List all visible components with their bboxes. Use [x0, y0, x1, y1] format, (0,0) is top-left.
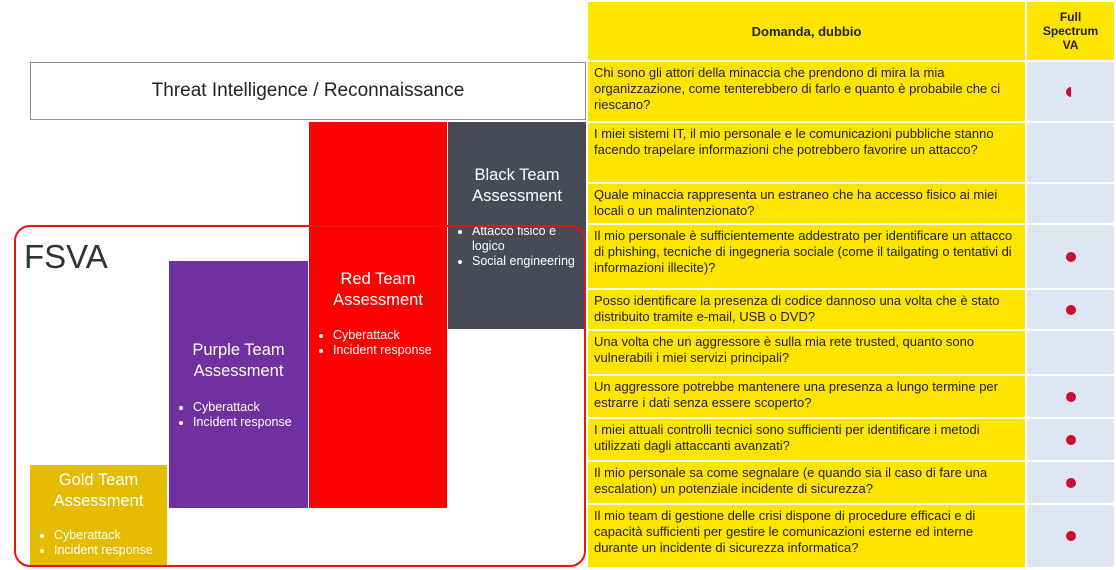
question-cell: Il mio personale è sufficientemente adde… — [588, 225, 1025, 288]
coverage-cell — [1027, 376, 1114, 417]
coverage-cell — [1027, 331, 1114, 374]
list-item: Cyberattack — [333, 328, 432, 343]
list-item: Cyberattack — [193, 400, 292, 415]
table-row: Il mio personale è sufficientemente adde… — [588, 225, 1114, 288]
list-item: Incident response — [333, 343, 432, 358]
fsva-scope-outline — [14, 225, 586, 567]
coverage-dot-icon — [1065, 531, 1076, 541]
table-row: Il mio personale sa come segnalare (e qu… — [588, 462, 1114, 503]
question-cell: I miei attuali controlli tecnici sono su… — [588, 419, 1025, 460]
table-row: I miei attuali controlli tecnici sono su… — [588, 419, 1114, 460]
list-item: Social engineering — [472, 254, 586, 269]
coverage-dot-icon — [1065, 391, 1076, 402]
coverage-cell — [1027, 62, 1114, 121]
table-row: Un aggressore potrebbe mantenere una pre… — [588, 376, 1114, 417]
gold-team-block: Gold Team Assessment Cyberattack Inciden… — [30, 465, 167, 566]
table-row: Il mio team di gestione delle crisi disp… — [588, 505, 1114, 567]
list-item: Incident response — [193, 415, 292, 430]
question-cell: I miei sistemi IT, il mio personale e le… — [588, 123, 1025, 182]
coverage-dot-icon — [1065, 304, 1076, 315]
header-question: Domanda, dubbio — [588, 2, 1025, 60]
list-item: Cyberattack — [54, 528, 153, 543]
fsva-label: FSVA — [24, 238, 108, 275]
black-team-list: Attacco fisico e logico Social engineeri… — [448, 224, 586, 269]
table-row: I miei sistemi IT, il mio personale e le… — [588, 123, 1114, 182]
header-fsva: Full Spectrum VA — [1027, 2, 1114, 60]
black-team-title: Black Team Assessment — [472, 166, 562, 205]
partial-coverage-dot-icon — [1066, 86, 1071, 97]
table-row: Quale minaccia rappresenta un estraneo c… — [588, 184, 1114, 223]
coverage-cell — [1027, 225, 1114, 288]
question-cell: Posso identificare la presenza di codice… — [588, 290, 1025, 329]
coverage-cell — [1027, 462, 1114, 503]
red-team-list: Cyberattack Incident response — [309, 328, 432, 358]
purple-team-list: Cyberattack Incident response — [169, 400, 292, 430]
threat-intelligence-label: Threat Intelligence / Reconnaissance — [151, 80, 465, 101]
questions-table: Domanda, dubbio Full Spectrum VA Chi son… — [588, 2, 1114, 567]
coverage-cell — [1027, 419, 1114, 460]
question-cell: Una volta che un aggressore è sulla mia … — [588, 331, 1025, 374]
table-row: Una volta che un aggressore è sulla mia … — [588, 331, 1114, 374]
question-cell: Quale minaccia rappresenta un estraneo c… — [588, 184, 1025, 223]
table-header: Domanda, dubbio Full Spectrum VA — [588, 2, 1114, 60]
threat-intelligence-banner: Threat Intelligence / Reconnaissance — [30, 62, 586, 120]
gold-team-title: Gold Team Assessment — [53, 471, 144, 510]
header-fsva-label: Full Spectrum VA — [1042, 10, 1099, 52]
red-team-block: Red Team Assessment Cyberattack Incident… — [309, 122, 447, 508]
red-team-title: Red Team Assessment — [333, 270, 423, 309]
coverage-dot-icon — [1065, 477, 1076, 488]
coverage-cell — [1027, 123, 1114, 182]
coverage-dot-icon — [1065, 434, 1076, 445]
coverage-dot-icon — [1065, 251, 1076, 262]
table-row: Chi sono gli attori della minaccia che p… — [588, 62, 1114, 121]
question-cell: Il mio personale sa come segnalare (e qu… — [588, 462, 1025, 503]
table-row: Posso identificare la presenza di codice… — [588, 290, 1114, 329]
list-item: Incident response — [54, 543, 153, 558]
question-cell: Chi sono gli attori della minaccia che p… — [588, 62, 1025, 121]
coverage-cell — [1027, 505, 1114, 567]
question-cell: Il mio team di gestione delle crisi disp… — [588, 505, 1025, 567]
coverage-cell — [1027, 184, 1114, 223]
coverage-cell — [1027, 290, 1114, 329]
question-cell: Un aggressore potrebbe mantenere una pre… — [588, 376, 1025, 417]
gold-team-list: Cyberattack Incident response — [30, 528, 153, 558]
purple-team-title: Purple Team Assessment — [192, 341, 285, 380]
purple-team-block: Purple Team Assessment Cyberattack Incid… — [169, 261, 308, 508]
list-item: Attacco fisico e logico — [472, 224, 586, 254]
